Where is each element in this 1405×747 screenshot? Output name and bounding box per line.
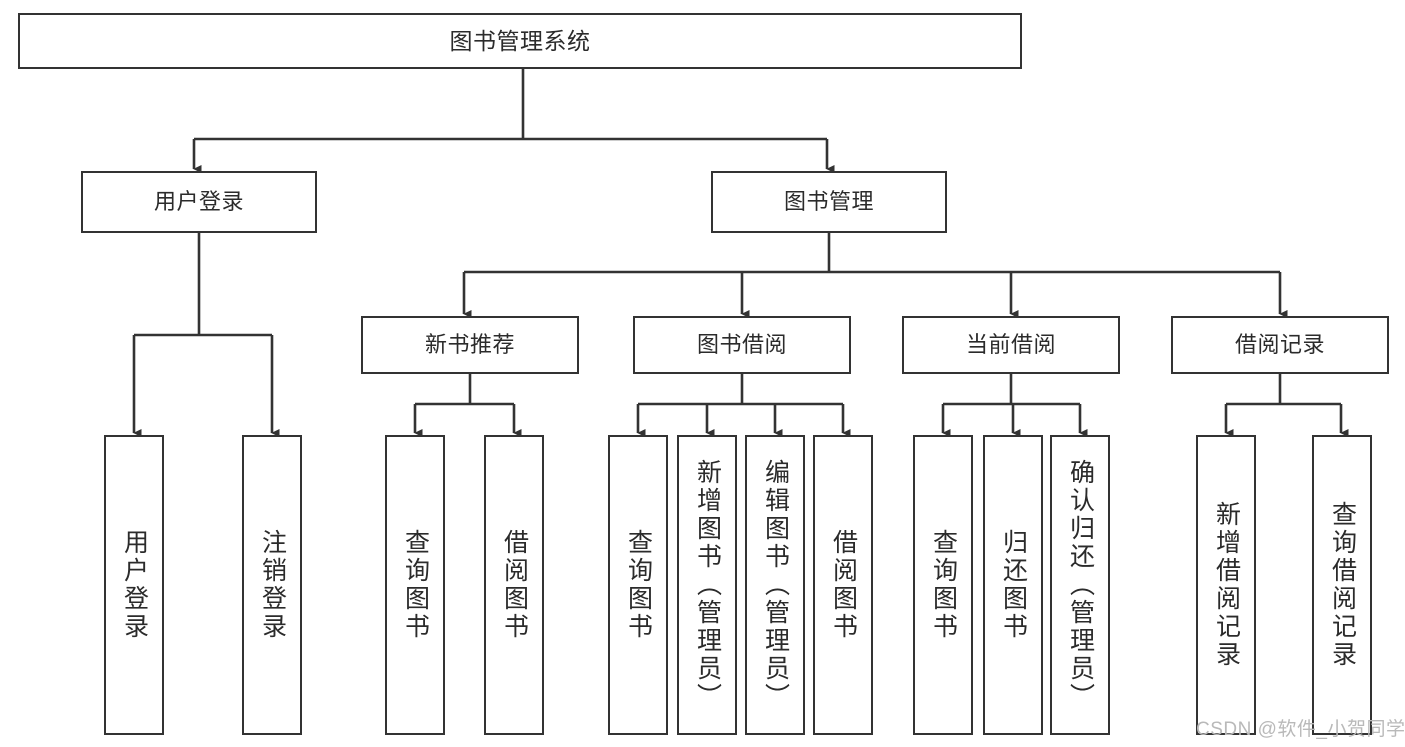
node-label-leaf-borrow-book-rec: 借阅图书 (500, 529, 529, 641)
node-root[interactable]: 图书管理系统 (18, 13, 1022, 69)
node-leaf-edit-book[interactable]: 编辑图书（管理员） (745, 435, 805, 735)
node-leaf-confirm-return[interactable]: 确认归还（管理员） (1050, 435, 1110, 735)
node-book-manage[interactable]: 图书管理 (711, 171, 947, 233)
node-leaf-add-book[interactable]: 新增图书（管理员） (677, 435, 737, 735)
node-label-book-manage: 图书管理 (783, 189, 874, 215)
csdn-watermark: CSDN @软件_小贺同学 (1196, 719, 1405, 740)
node-user-login[interactable]: 用户登录 (81, 171, 317, 233)
node-label-leaf-query-record: 查询借阅记录 (1328, 501, 1357, 669)
node-new-book-rec[interactable]: 新书推荐 (361, 316, 579, 374)
node-label-user-login: 用户登录 (153, 189, 244, 215)
node-label-root: 图书管理系统 (449, 27, 591, 54)
node-label-leaf-query-book-rec: 查询图书 (401, 529, 430, 641)
node-label-leaf-return-book: 归还图书 (999, 529, 1028, 641)
node-label-leaf-user-logout: 注销登录 (258, 529, 287, 641)
node-label-borrow-record: 借阅记录 (1234, 332, 1325, 358)
node-leaf-add-record[interactable]: 新增借阅记录 (1196, 435, 1256, 735)
node-leaf-query-record[interactable]: 查询借阅记录 (1312, 435, 1372, 735)
node-leaf-return-book[interactable]: 归还图书 (983, 435, 1043, 735)
connector-lines (132, 69, 1349, 438)
node-leaf-borrow-book[interactable]: 借阅图书 (813, 435, 873, 735)
node-label-leaf-add-book: 新增图书（管理员） (693, 459, 722, 711)
node-leaf-query-book-cur[interactable]: 查询图书 (913, 435, 973, 735)
node-label-leaf-query-book: 查询图书 (624, 529, 653, 641)
node-book-borrow[interactable]: 图书借阅 (633, 316, 851, 374)
node-label-new-book-rec: 新书推荐 (424, 332, 515, 358)
node-leaf-query-book-rec[interactable]: 查询图书 (385, 435, 445, 735)
node-leaf-user-logout[interactable]: 注销登录 (242, 435, 302, 735)
node-label-leaf-query-book-cur: 查询图书 (929, 529, 958, 641)
node-label-current-borrow: 当前借阅 (965, 332, 1056, 358)
node-label-leaf-edit-book: 编辑图书（管理员） (761, 459, 790, 711)
node-label-book-borrow: 图书借阅 (696, 332, 787, 358)
node-label-leaf-user-login: 用户登录 (120, 529, 149, 641)
node-label-leaf-confirm-return: 确认归还（管理员） (1066, 459, 1095, 711)
node-leaf-borrow-book-rec[interactable]: 借阅图书 (484, 435, 544, 735)
node-current-borrow[interactable]: 当前借阅 (902, 316, 1120, 374)
node-leaf-query-book[interactable]: 查询图书 (608, 435, 668, 735)
node-borrow-record[interactable]: 借阅记录 (1171, 316, 1389, 374)
node-label-leaf-borrow-book: 借阅图书 (829, 529, 858, 641)
node-leaf-user-login[interactable]: 用户登录 (104, 435, 164, 735)
node-label-leaf-add-record: 新增借阅记录 (1212, 501, 1241, 669)
